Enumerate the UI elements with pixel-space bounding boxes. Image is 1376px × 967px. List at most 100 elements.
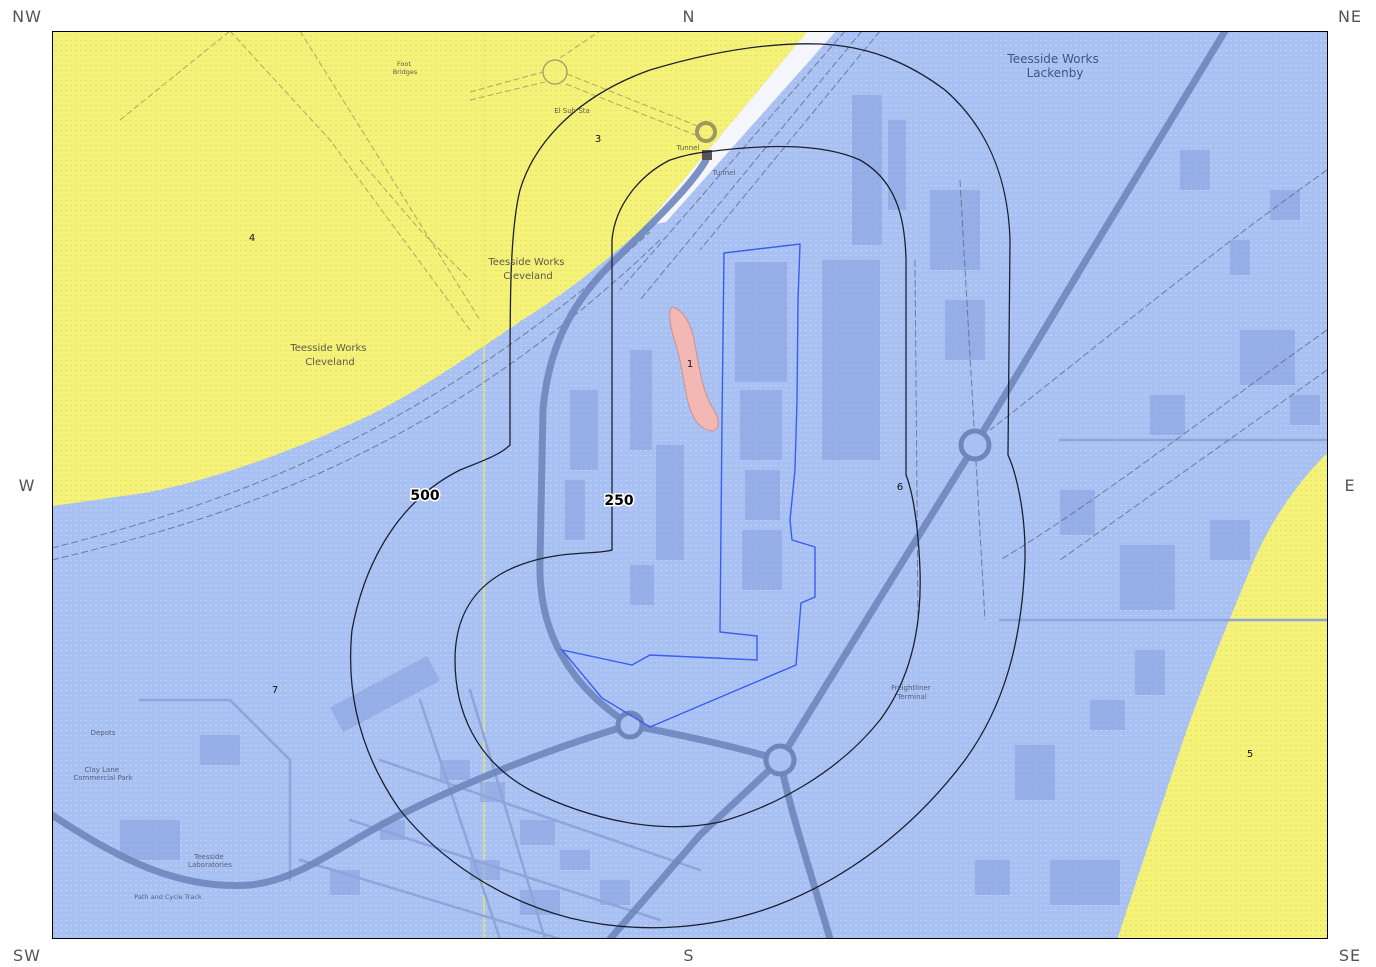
site-number-7: 7 — [272, 685, 278, 696]
building — [630, 565, 654, 605]
label-line: Cleveland — [305, 357, 355, 368]
path-line — [359, 159, 471, 281]
building — [1150, 395, 1185, 435]
label-line: Teesside Works — [487, 257, 564, 268]
label-teesside-works-cleveland-west: Teesside Works Cleveland — [289, 343, 369, 368]
buffer-contour-inner — [454, 145, 921, 828]
label-line: Terminal — [896, 693, 927, 701]
label-line: Teesside Works — [289, 343, 366, 354]
railway-line — [699, 32, 880, 251]
building — [1230, 240, 1250, 275]
compass-se-label: SE — [1338, 946, 1362, 965]
building — [745, 470, 780, 520]
street — [418, 698, 502, 939]
building — [440, 760, 470, 780]
building — [852, 95, 882, 245]
label-freightliner-terminal: Freightliner Terminal — [891, 684, 933, 701]
label-line: Lackenby — [1027, 66, 1084, 80]
building — [1060, 490, 1095, 535]
site-number-3: 3 — [595, 134, 601, 145]
compass-ne-label: NE — [1337, 7, 1363, 26]
street — [468, 688, 547, 939]
label-teesside-laboratories: Teesside Laboratories — [188, 853, 232, 869]
building — [1120, 545, 1175, 610]
building — [975, 860, 1010, 895]
road-west — [53, 721, 634, 890]
roundabout — [615, 710, 645, 740]
roundabout — [542, 59, 568, 85]
site-boundary — [560, 243, 816, 728]
building — [1210, 520, 1250, 560]
label-line: Teesside — [193, 853, 224, 861]
streets — [138, 438, 1327, 939]
label-line: Bridges — [393, 68, 418, 76]
compass-nw-label: NW — [12, 7, 42, 26]
site-number-5: 5 — [1247, 749, 1253, 760]
compass-e-label: E — [1344, 476, 1356, 495]
label-el-sub-sta: El Sub Sta — [554, 107, 590, 115]
road-main-diagonal — [606, 32, 1229, 939]
buffer-label-inner: 250 — [604, 493, 633, 509]
label-line: Laboratories — [188, 861, 232, 869]
building — [656, 445, 684, 560]
roads — [53, 32, 1229, 939]
street — [348, 818, 662, 922]
path-line — [469, 81, 699, 137]
railway-line — [959, 179, 986, 621]
label-line: Teesside Works — [1006, 52, 1098, 66]
street — [138, 698, 292, 882]
tunnel-marker — [695, 121, 717, 143]
building — [1290, 395, 1320, 425]
label-line: Cleveland — [503, 271, 553, 282]
zone-yellow-southeast — [1117, 453, 1327, 939]
label-depots: Depots — [91, 729, 116, 737]
railway-line — [989, 169, 1327, 431]
road-east-link — [626, 721, 784, 764]
site-number-4: 4 — [249, 233, 255, 244]
building — [600, 880, 630, 905]
building — [735, 262, 787, 382]
building — [1015, 745, 1055, 800]
zone-yellow-northwest — [53, 32, 808, 506]
railway-line — [999, 329, 1327, 561]
railway-line — [619, 32, 845, 291]
building — [560, 850, 590, 870]
building — [1050, 860, 1120, 905]
building — [740, 390, 782, 460]
building — [200, 735, 240, 765]
roundabout — [958, 428, 992, 462]
railway-lines — [53, 32, 1327, 621]
label-foot-bridges: Foot Bridges — [393, 60, 418, 76]
roundabout — [763, 743, 797, 777]
label-line: Foot — [397, 60, 411, 68]
path-line — [119, 32, 230, 121]
label-line: Commercial Park — [73, 774, 133, 782]
label-path-and-cycle-track: Path and Cycle Track — [134, 893, 202, 901]
road-south — [776, 756, 834, 939]
building — [329, 655, 441, 733]
building — [1180, 150, 1210, 190]
building — [520, 890, 560, 915]
road-loop — [536, 156, 710, 729]
railway-line — [53, 231, 651, 549]
building — [1270, 190, 1300, 220]
building — [520, 820, 555, 845]
street — [298, 858, 562, 939]
railway-line — [914, 259, 919, 621]
label-teesside-works-cleveland-north: Teesside Works Cleveland — [487, 257, 567, 282]
feature-area-1 — [669, 306, 719, 432]
building — [742, 530, 782, 590]
building — [565, 480, 585, 540]
building — [1240, 330, 1295, 385]
label-teesside-works-lackenby: Teesside Works Lackenby — [1006, 52, 1102, 80]
buffer-contour-outer — [349, 43, 1026, 929]
compass-sw-label: SW — [13, 946, 41, 965]
compass-w-label: W — [18, 476, 36, 495]
building — [930, 190, 980, 270]
building — [1135, 650, 1165, 695]
site-number-1: 1 — [687, 359, 693, 370]
building — [120, 820, 180, 860]
street — [378, 758, 702, 872]
path-line — [469, 32, 701, 128]
